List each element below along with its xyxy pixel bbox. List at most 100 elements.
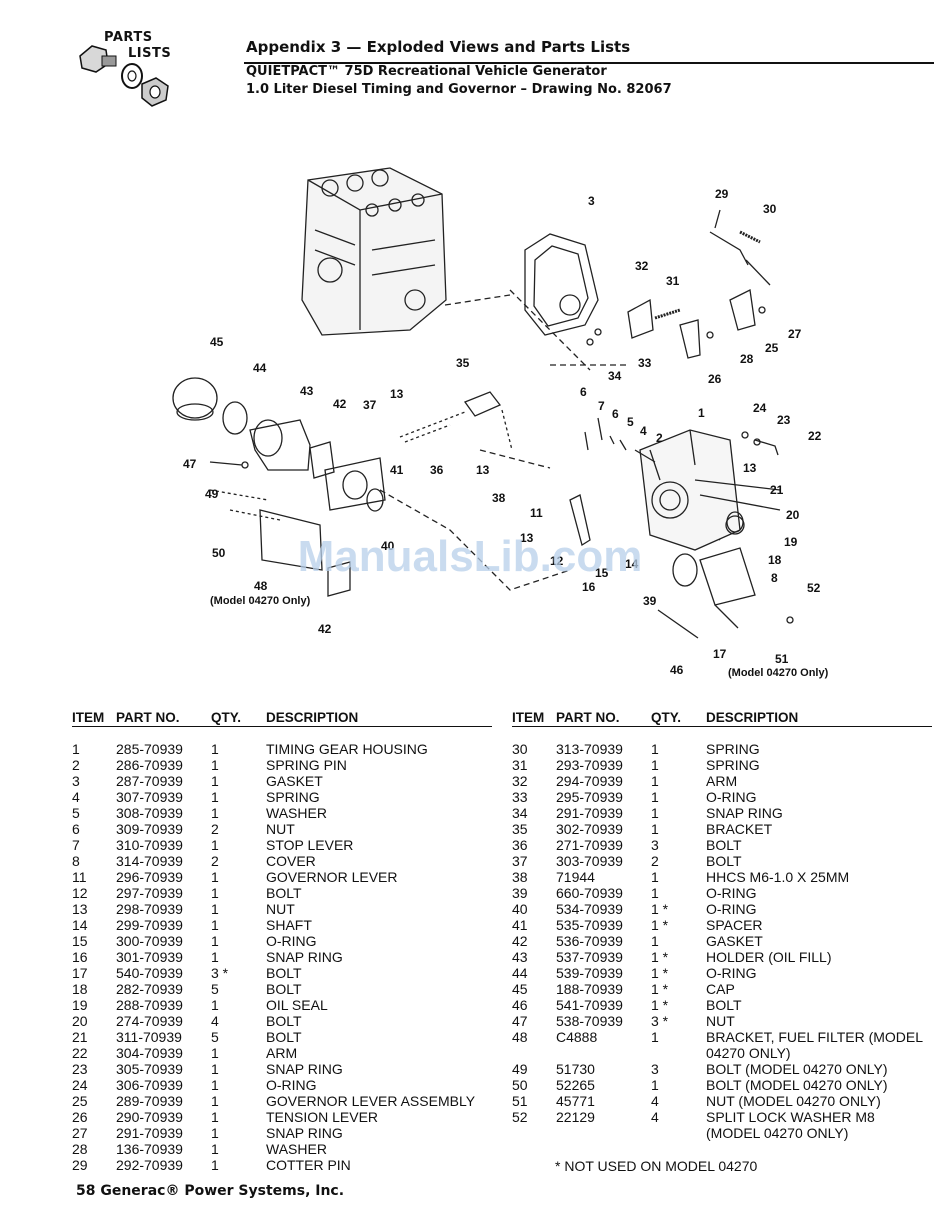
svg-text:18: 18 [768,553,782,567]
cell-item: 37 [512,853,528,869]
svg-text:33: 33 [638,356,652,370]
svg-text:51: 51 [775,652,789,666]
cell-part-no: 45771 [556,1093,595,1109]
cell-description: CAP [706,981,735,997]
cell-description: BOLT [706,853,742,869]
cell-description: GASKET [266,773,323,789]
cell-qty: 1 [211,805,219,821]
cell-item: 24 [72,1077,88,1093]
cell-qty: 1 [211,1109,219,1125]
cell-description: BOLT [266,981,302,997]
cell-description: COTTER PIN [266,1157,351,1173]
col-header-part-right: PART NO. [556,710,620,725]
cell-description: SPRING [266,789,320,805]
cell-part-no: 296-70939 [116,869,183,885]
cell-item: 5 [72,805,80,821]
cell-part-no: 22129 [556,1109,595,1125]
cell-description: HHCS M6-1.0 X 25MM [706,869,850,885]
cell-description: O-RING [266,933,317,949]
col-header-desc-right: DESCRIPTION [706,710,799,725]
svg-text:2: 2 [656,431,663,445]
cell-description: SNAP RING [266,949,343,965]
cell-qty: 1 [211,1157,219,1173]
cell-description: NUT [706,1013,735,1029]
cell-qty: 1 [211,1141,219,1157]
cell-qty: 2 [211,853,219,869]
cell-item: 45 [512,981,528,997]
cell-item: 12 [72,885,88,901]
cell-part-no: 660-70939 [556,885,623,901]
cell-item: 1 [72,741,80,757]
cell-description: NUT [266,901,295,917]
cell-part-no: 302-70939 [556,821,623,837]
cell-qty: 1 [211,837,219,853]
cell-item: 36 [512,837,528,853]
cell-part-no: 541-70939 [556,997,623,1013]
cell-description: BOLT [266,1013,302,1029]
table-footnote: * NOT USED ON MODEL 04270 [555,1158,758,1174]
svg-text:30: 30 [763,202,777,216]
cell-qty: 1 [211,789,219,805]
svg-text:13: 13 [476,463,490,477]
cell-part-no: 300-70939 [116,933,183,949]
svg-text:37: 37 [363,398,377,412]
cell-description: SPRING [706,757,760,773]
svg-text:14: 14 [625,557,639,571]
cell-item: 46 [512,997,528,1013]
svg-text:39: 39 [643,594,657,608]
cell-item: 30 [512,741,528,757]
cell-description: BOLT (MODEL 04270 ONLY) [706,1077,888,1093]
cell-description: SPACER [706,917,763,933]
cell-part-no: 294-70939 [556,773,623,789]
cell-qty: 1 [211,901,219,917]
svg-text:49: 49 [205,487,219,501]
cell-description: BOLT [266,965,302,981]
svg-text:41: 41 [390,463,404,477]
cell-qty: 4 [211,1013,219,1029]
svg-text:52: 52 [807,581,821,595]
cell-qty: 1 * [651,901,669,917]
svg-text:48: 48 [254,579,268,593]
svg-text:19: 19 [784,535,798,549]
cell-description: OIL SEAL [266,997,328,1013]
cell-part-no: 313-70939 [556,741,623,757]
cell-item: 14 [72,917,88,933]
cell-item: 41 [512,917,528,933]
cell-part-no: 301-70939 [116,949,183,965]
cell-qty: 3 [651,837,659,853]
cell-part-no: 537-70939 [556,949,623,965]
cell-item: 50 [512,1077,528,1093]
svg-text:46: 46 [670,663,684,677]
cell-qty: 1 [211,997,219,1013]
cell-description: SNAP RING [706,805,783,821]
svg-text:38: 38 [492,491,506,505]
cell-qty: 1 [651,1029,659,1045]
cell-item: 19 [72,997,88,1013]
cell-part-no: 291-70939 [116,1125,183,1141]
svg-text:50: 50 [212,546,226,560]
cell-qty: 1 [211,1077,219,1093]
cell-qty: 3 * [651,1013,669,1029]
table-rule-right [512,726,932,727]
cell-item: 43 [512,949,528,965]
cell-description: BOLT [266,885,302,901]
cell-description: COVER [266,853,316,869]
cell-qty: 3 * [211,965,229,981]
cell-qty: 1 [211,869,219,885]
cell-item: 29 [72,1157,88,1173]
cell-qty: 3 [651,1061,659,1077]
cell-description: TENSION LEVER [266,1109,379,1125]
svg-text:36: 36 [430,463,444,477]
cell-qty: 1 [211,933,219,949]
exploded-view-drawing: 3 29 30 32 31 27 25 28 33 34 26 45 44 43… [172,167,829,679]
